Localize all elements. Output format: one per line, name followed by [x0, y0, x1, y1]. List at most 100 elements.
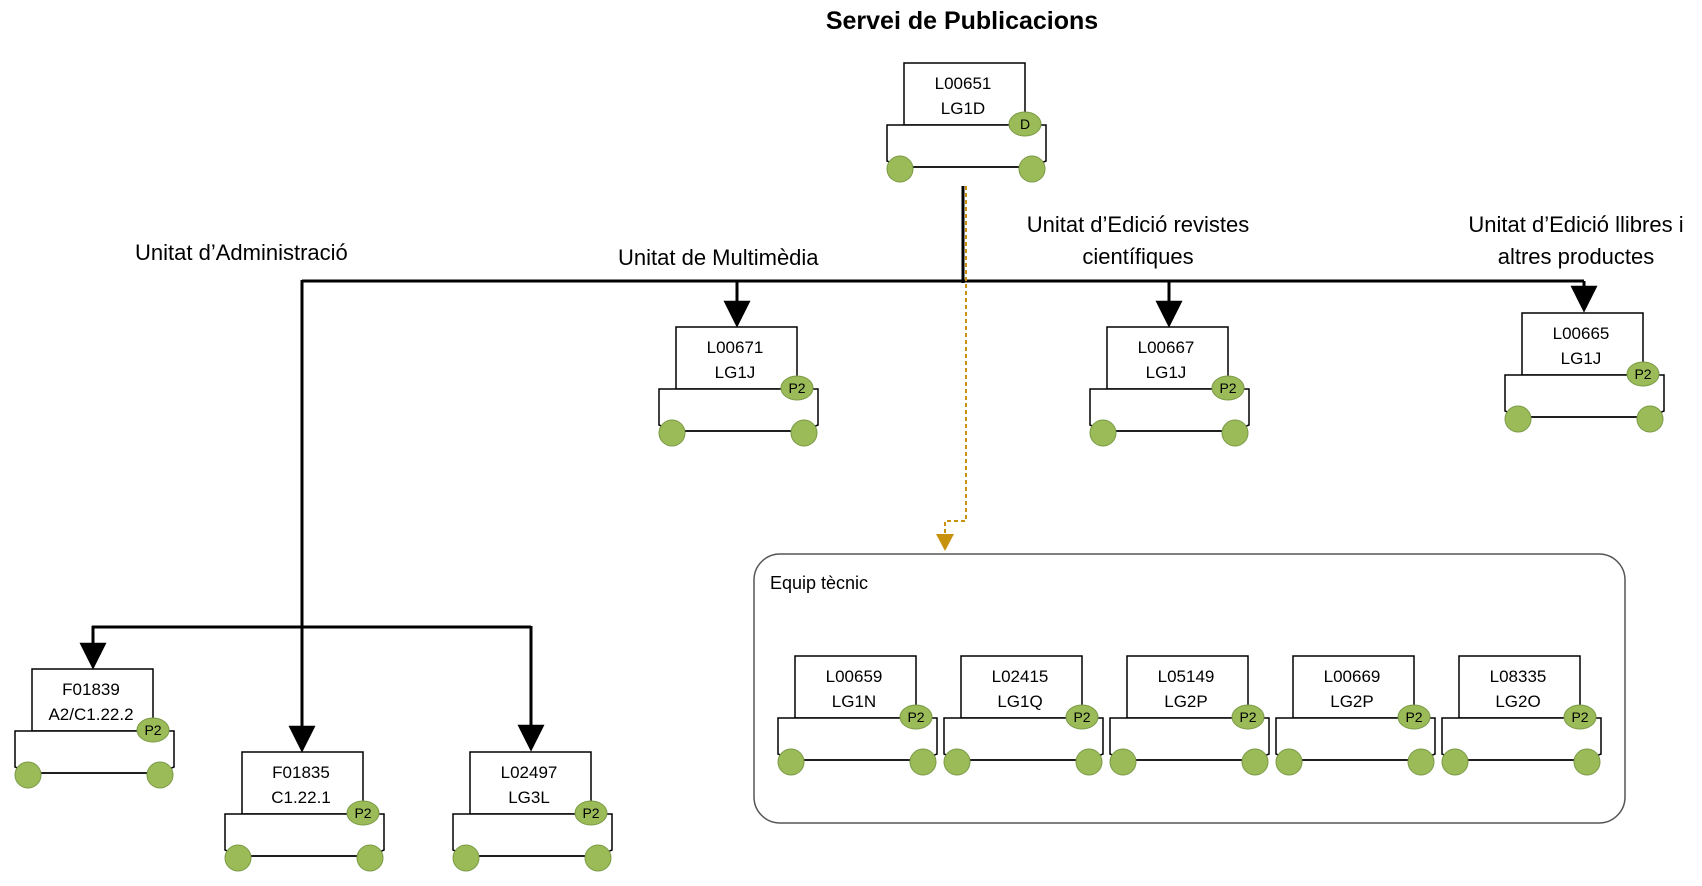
chart-title: Servei de Publicacions — [826, 7, 1098, 35]
wheel-right — [1241, 748, 1269, 776]
wheel-right — [1018, 155, 1046, 183]
wheel-right — [1221, 419, 1249, 447]
position-level: A2/C1.22.2 — [48, 705, 133, 724]
position-code: F01839 — [62, 680, 120, 699]
wheel-left — [943, 748, 971, 776]
position-level: LG3L — [508, 788, 550, 807]
badge-label: P2 — [1239, 709, 1256, 725]
position-level: LG1J — [1561, 349, 1602, 368]
position-box — [1521, 312, 1644, 376]
wheel-right — [1407, 748, 1435, 776]
position-level: C1.22.1 — [271, 788, 331, 807]
position-code: L00667 — [1138, 338, 1195, 357]
badge-label: P2 — [582, 805, 599, 821]
position-level: LG2O — [1495, 692, 1540, 711]
unit-label-revistes-line1: Unitat d’Edició revistes — [1027, 212, 1250, 237]
position-code: L00665 — [1553, 324, 1610, 343]
badge-label: P2 — [788, 380, 805, 396]
wheel-left — [1504, 405, 1532, 433]
badge-circle — [1626, 361, 1660, 387]
wheel-right — [790, 419, 818, 447]
position-box — [31, 668, 154, 732]
position-box — [1126, 655, 1249, 719]
position-box — [675, 326, 798, 390]
wheel-right — [1573, 748, 1601, 776]
position-code: L08335 — [1490, 667, 1547, 686]
position-cards: L00651LG1DDL00671LG1JP2L00667LG1JP2L0066… — [14, 62, 1665, 872]
position-level: LG2P — [1164, 692, 1207, 711]
badge-circle — [574, 800, 608, 826]
position-box — [903, 62, 1026, 126]
wheel-right — [146, 761, 174, 789]
wheel-right — [584, 844, 612, 872]
wheel-left — [1275, 748, 1303, 776]
position-code: L05149 — [1158, 667, 1215, 686]
badge-label: P2 — [907, 709, 924, 725]
badge-label: P2 — [1219, 380, 1236, 396]
position-level: LG1Q — [997, 692, 1042, 711]
wheel-right — [1075, 748, 1103, 776]
badge-circle — [1008, 111, 1042, 137]
dotted-arrowhead — [936, 534, 954, 551]
position-code: L02415 — [992, 667, 1049, 686]
position-box — [469, 751, 592, 815]
unit-label-llibres-line1: Unitat d’Edició llibres i — [1468, 212, 1683, 237]
wheel-right — [1636, 405, 1664, 433]
wheel-left — [452, 844, 480, 872]
wheel-left — [14, 761, 42, 789]
position-code: L00671 — [707, 338, 764, 357]
badge-circle — [899, 704, 933, 730]
badge-circle — [136, 717, 170, 743]
position-box — [1292, 655, 1415, 719]
position-level: LG1J — [1146, 363, 1187, 382]
dotted-connector-equip — [944, 186, 967, 534]
badge-label: P2 — [1073, 709, 1090, 725]
wheel-left — [886, 155, 914, 183]
position-code: L00651 — [935, 74, 992, 93]
badge-label: P2 — [1571, 709, 1588, 725]
badge-label: P2 — [354, 805, 371, 821]
equip-tecnic-label: Equip tècnic — [770, 573, 868, 593]
position-level: LG1J — [715, 363, 756, 382]
position-box — [1458, 655, 1581, 719]
equip-tecnic-group — [753, 553, 1626, 824]
position-code: L00659 — [826, 667, 883, 686]
wheel-left — [1441, 748, 1469, 776]
wheel-left — [1089, 419, 1117, 447]
wheel-right — [356, 844, 384, 872]
wheel-left — [777, 748, 805, 776]
position-box — [1106, 326, 1229, 390]
wheel-left — [224, 844, 252, 872]
unit-label-multimedia: Unitat de Multimèdia — [618, 245, 819, 270]
wheel-right — [909, 748, 937, 776]
badge-circle — [1397, 704, 1431, 730]
badge-circle — [1211, 375, 1245, 401]
position-level: LG1D — [941, 99, 985, 118]
position-box — [241, 751, 364, 815]
position-code: F01835 — [272, 763, 330, 782]
badge-circle — [1065, 704, 1099, 730]
unit-label-revistes-line2: científiques — [1082, 244, 1193, 269]
badge-label: P2 — [144, 722, 161, 738]
badge-circle — [1563, 704, 1597, 730]
position-code: L02497 — [501, 763, 558, 782]
wheel-left — [1109, 748, 1137, 776]
badge-circle — [346, 800, 380, 826]
badge-circle — [1231, 704, 1265, 730]
position-level: LG1N — [832, 692, 876, 711]
wheel-left — [658, 419, 686, 447]
unit-label-llibres-line2: altres productes — [1498, 244, 1655, 269]
position-level: LG2P — [1330, 692, 1373, 711]
